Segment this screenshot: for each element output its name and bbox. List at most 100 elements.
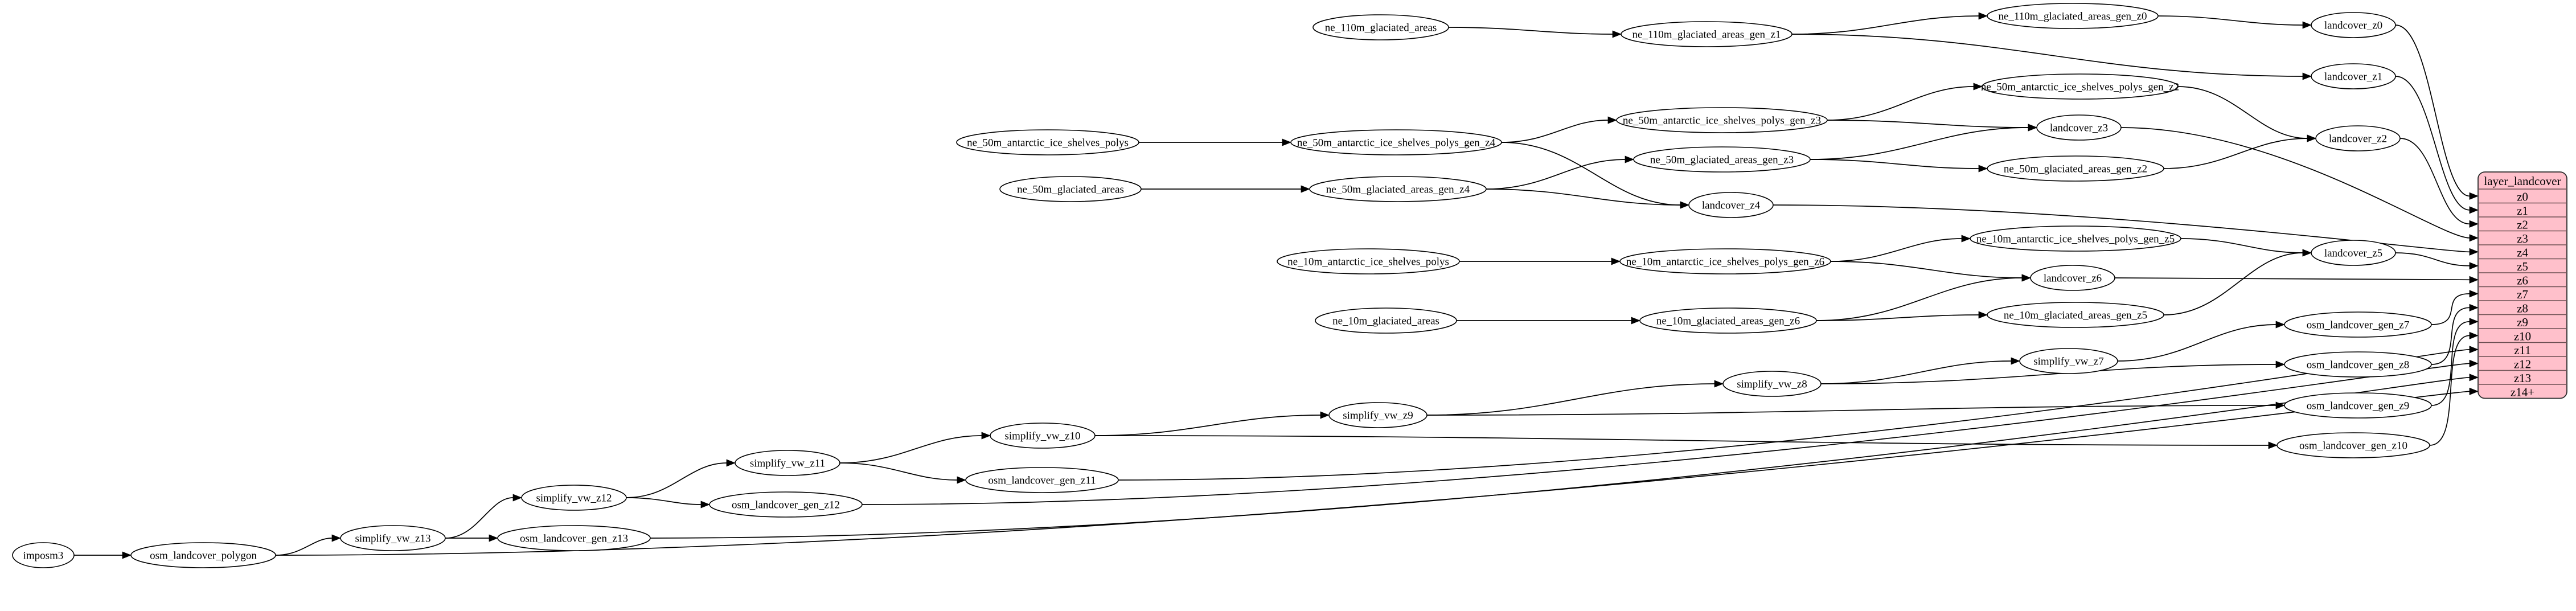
graph-node-landcover-z0[interactable]: landcover_z0: [2311, 12, 2396, 38]
table-row-z11[interactable]: z11: [2514, 343, 2531, 357]
edge-arrowhead: [1978, 311, 1988, 319]
graph-node-ne-10m-glaciated-areas-gen-z5[interactable]: ne_10m_glaciated_areas_gen_z5: [1987, 302, 2164, 328]
table-row-z12[interactable]: z12: [2514, 357, 2531, 371]
graph-node-ne-50m-glaciated-areas-gen-z2[interactable]: ne_50m_glaciated_areas_gen_z2: [1987, 155, 2164, 182]
graph-node-ne-110m-glaciated-areas-gen-z1[interactable]: ne_110m_glaciated_areas_gen_z1: [1621, 21, 1792, 47]
table-row-z7[interactable]: z7: [2517, 288, 2528, 301]
graph-node-osm-landcover-gen-z9[interactable]: osm_landcover_gen_z9: [2284, 392, 2432, 419]
node-ellipse: [990, 423, 1096, 449]
graph-node-simplify-vw-z11[interactable]: simplify_vw_z11: [735, 450, 840, 476]
node-ellipse: [2311, 12, 2396, 38]
table-row-z1[interactable]: z1: [2517, 204, 2528, 218]
table-row-z10[interactable]: z10: [2514, 329, 2531, 343]
graph-node-osm-landcover-gen-z10[interactable]: osm_landcover_gen_z10: [2276, 432, 2430, 458]
graph-node-ne-10m-antarctic-ice-shelves-polys-gen-z5[interactable]: ne_10m_antarctic_ice_shelves_polys_gen_z…: [1970, 225, 2181, 252]
graph-node-simplify-vw-z9[interactable]: simplify_vw_z9: [1328, 402, 1428, 428]
edge-arrowhead: [2469, 304, 2479, 311]
edge-arrowhead: [2469, 206, 2479, 214]
node-ellipse: [2030, 265, 2115, 291]
graph-edge: [1426, 405, 2276, 416]
graph-edge: [1830, 261, 2023, 278]
edge-arrowhead: [2469, 220, 2479, 228]
node-label: osm_landcover_gen_z13: [520, 533, 628, 545]
graph-node-ne-10m-glaciated-areas[interactable]: ne_10m_glaciated_areas: [1315, 307, 1457, 334]
node-label: ne_10m_antarctic_ice_shelves_polys_gen_z…: [1626, 256, 1824, 268]
node-label: osm_landcover_gen_z7: [2307, 319, 2409, 331]
graph-node-ne-50m-antarctic-ice-shelves-polys-gen-z2[interactable]: ne_50m_antarctic_ice_shelves_polys_gen_z…: [1981, 73, 2179, 100]
edge-arrowhead: [1961, 235, 1971, 243]
node-label: osm_landcover_gen_z12: [732, 499, 840, 511]
node-ellipse: [709, 491, 863, 518]
node-label: ne_110m_glaciated_areas_gen_z1: [1632, 29, 1781, 41]
graph-node-ne-50m-antarctic-ice-shelves-polys-gen-z4[interactable]: ne_50m_antarctic_ice_shelves_polys_gen_z…: [1290, 129, 1502, 155]
graph-node-osm-landcover-polygon[interactable]: osm_landcover_polygon: [130, 542, 276, 568]
edge-arrowhead: [2302, 21, 2312, 29]
graph-edge: [839, 435, 982, 464]
table-row-z0[interactable]: z0: [2517, 190, 2528, 203]
graph-edge: [2431, 293, 2470, 325]
node-ellipse: [12, 542, 75, 568]
edge-arrowhead: [2302, 249, 2312, 257]
table-row-z9[interactable]: z9: [2517, 315, 2528, 329]
graph-node-osm-landcover-gen-z13[interactable]: osm_landcover_gen_z13: [497, 525, 651, 551]
graph-node-ne-50m-glaciated-areas-gen-z3[interactable]: ne_50m_glaciated_areas_gen_z3: [1633, 146, 1811, 173]
node-ellipse: [2276, 432, 2430, 458]
node-label: osm_landcover_polygon: [150, 550, 257, 562]
node-ellipse: [2284, 351, 2432, 378]
edge-arrowhead: [1625, 155, 1634, 163]
edge-arrowhead: [2469, 387, 2479, 395]
node-label: ne_110m_glaciated_areas_gen_z0: [1999, 11, 2147, 23]
node-label: ne_50m_antarctic_ice_shelves_polys: [967, 137, 1129, 149]
node-ellipse: [1315, 307, 1457, 334]
table-row-z8[interactable]: z8: [2517, 301, 2528, 315]
graph-node-simplify-vw-z8[interactable]: simplify_vw_z8: [1722, 371, 1822, 397]
edge-arrowhead: [700, 501, 710, 509]
edge-arrowhead: [2469, 276, 2479, 284]
graph-edge: [1810, 159, 1979, 169]
node-ellipse: [965, 467, 1119, 493]
graph-edge: [2431, 307, 2470, 365]
graph-node-landcover-z5[interactable]: landcover_z5: [2311, 240, 2396, 266]
graph-node-ne-10m-antarctic-ice-shelves-polys[interactable]: ne_10m_antarctic_ice_shelves_polys: [1277, 248, 1460, 274]
edge-arrowhead: [1612, 30, 1622, 38]
table-row-z3[interactable]: z3: [2517, 232, 2528, 245]
edge-arrowhead: [2268, 441, 2278, 449]
table-row-z13[interactable]: z13: [2514, 371, 2531, 385]
graph-node-landcover-z4[interactable]: landcover_z4: [1688, 192, 1774, 218]
graph-node-simplify-vw-z10[interactable]: simplify_vw_z10: [990, 423, 1096, 449]
graph-node-osm-landcover-gen-z7[interactable]: osm_landcover_gen_z7: [2284, 311, 2432, 338]
table-row-z4[interactable]: z4: [2517, 245, 2528, 259]
node-label: imposm3: [23, 550, 64, 562]
node-ellipse: [1722, 371, 1822, 397]
graph-node-simplify-vw-z13[interactable]: simplify_vw_z13: [340, 525, 446, 551]
graph-node-osm-landcover-gen-z8[interactable]: osm_landcover_gen_z8: [2284, 351, 2432, 378]
graph-node-imposm3[interactable]: imposm3: [12, 542, 75, 568]
table-row-z2[interactable]: z2: [2517, 218, 2528, 231]
graph-edge: [839, 462, 958, 481]
graph-node-ne-10m-antarctic-ice-shelves-polys-gen-z6[interactable]: ne_10m_antarctic_ice_shelves_polys_gen_z…: [1619, 248, 1831, 274]
graph-node-ne-50m-antarctic-ice-shelves-polys-gen-z3[interactable]: ne_50m_antarctic_ice_shelves_polys_gen_z…: [1616, 107, 1828, 133]
graph-node-ne-110m-glaciated-areas[interactable]: ne_110m_glaciated_areas: [1312, 14, 1449, 40]
graph-node-simplify-vw-z7[interactable]: simplify_vw_z7: [2019, 348, 2118, 374]
graph-node-landcover-z6[interactable]: landcover_z6: [2030, 265, 2115, 291]
node-label: simplify_vw_z11: [750, 458, 825, 470]
graph-node-landcover-z1[interactable]: landcover_z1: [2311, 63, 2396, 89]
graph-node-landcover-z3[interactable]: landcover_z3: [2036, 114, 2122, 141]
graph-node-osm-landcover-gen-z11[interactable]: osm_landcover_gen_z11: [965, 467, 1119, 493]
graph-node-ne-10m-glaciated-areas-gen-z6[interactable]: ne_10m_glaciated_areas_gen_z6: [1639, 307, 1817, 334]
graph-node-landcover-z2[interactable]: landcover_z2: [2315, 125, 2401, 151]
table-row-z6[interactable]: z6: [2517, 273, 2528, 287]
graph-node-simplify-vw-z12[interactable]: simplify_vw_z12: [521, 485, 627, 511]
graph-edge: [2177, 86, 2308, 139]
graph-edge: [1820, 360, 2012, 384]
graph-node-ne-50m-glaciated-areas-gen-z4[interactable]: ne_50m_glaciated_areas_gen_z4: [1309, 176, 1487, 202]
graph-edge: [2395, 252, 2470, 266]
graph-node-osm-landcover-gen-z12[interactable]: osm_landcover_gen_z12: [709, 491, 863, 518]
table-row-z14plus[interactable]: z14+: [2511, 385, 2534, 399]
graph-node-ne-50m-glaciated-areas[interactable]: ne_50m_glaciated_areas: [999, 176, 1142, 202]
graph-node-ne-50m-antarctic-ice-shelves-polys[interactable]: ne_50m_antarctic_ice_shelves_polys: [956, 129, 1139, 155]
node-label: landcover_z6: [2044, 273, 2102, 285]
node-label: osm_landcover_gen_z9: [2307, 400, 2409, 412]
table-row-z5[interactable]: z5: [2517, 260, 2528, 273]
graph-node-ne-110m-glaciated-areas-gen-z0[interactable]: ne_110m_glaciated_areas_gen_z0: [1987, 3, 2159, 29]
